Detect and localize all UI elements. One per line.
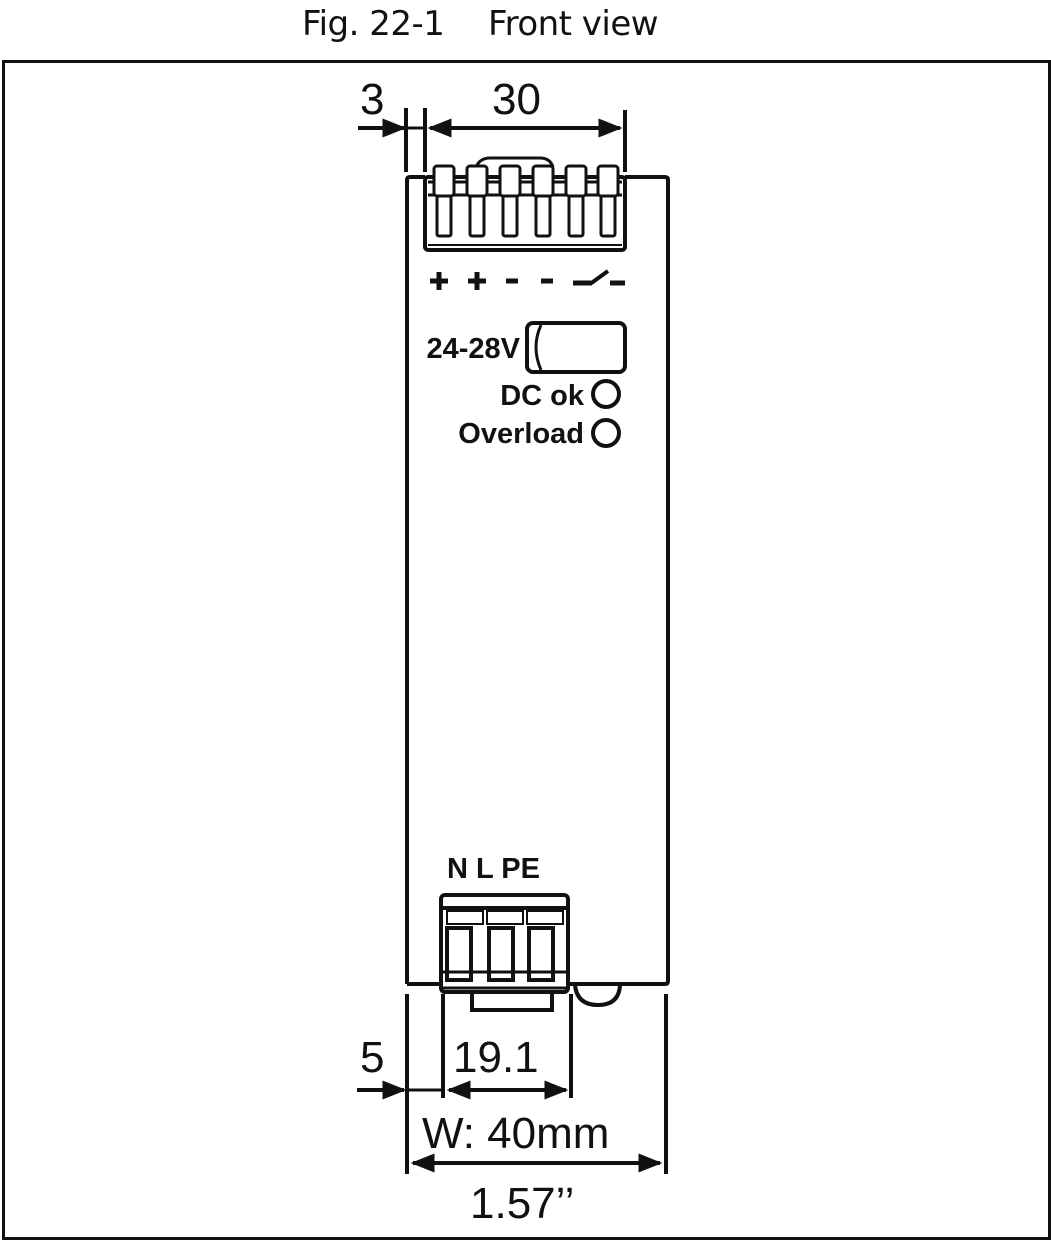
voltage-adjust-label: 24-28V <box>426 333 520 365</box>
terminal-pin <box>432 164 456 238</box>
terminal-pins <box>432 164 620 238</box>
terminal-pin <box>564 164 588 238</box>
led-dc-ok-label: DC ok <box>500 380 585 412</box>
dim-bottom-terminal-width: 19.1 <box>453 1033 539 1082</box>
figure-frame <box>2 60 1051 1240</box>
dim-top-terminal-width: 30 <box>492 75 541 124</box>
terminal-pin <box>498 164 522 238</box>
terminal-pin <box>465 164 489 238</box>
voltage-potentiometer-icon <box>525 321 627 374</box>
dim-overall-width-mm: W: 40mm <box>422 1109 609 1158</box>
bottom-dimension: 5 19.1 W: 40mm 1.57’’ <box>357 994 668 1228</box>
dim-bottom-offset: 5 <box>360 1033 384 1082</box>
figure-title: Front view <box>488 4 659 44</box>
dim-overall-width-in: 1.57’’ <box>470 1179 574 1228</box>
pin-polarity-symbols <box>430 269 625 290</box>
terminal-pin <box>531 164 555 238</box>
top-dimension: 3 30 <box>358 75 627 172</box>
front-panel: 24-28V DC ok Overload <box>426 321 627 450</box>
terminal-pin <box>596 164 620 238</box>
figure-caption: Fig. 22-1 Front view <box>0 0 1051 54</box>
bottom-terminal-label: N L PE <box>447 853 540 885</box>
dc-ok-led-icon <box>591 379 621 409</box>
housing <box>405 175 670 986</box>
plus-icon <box>468 272 486 290</box>
led-overload-label: Overload <box>458 418 584 450</box>
overload-led-icon <box>591 418 621 448</box>
top-terminal-block <box>423 156 627 252</box>
bottom-terminal-block: N L PE <box>439 853 622 1012</box>
switch-contact-icon <box>573 269 625 286</box>
din-rail-clip <box>573 984 622 1008</box>
plus-icon <box>430 272 448 290</box>
dim-top-offset: 3 <box>360 75 384 124</box>
figure-number: Fig. 22-1 <box>302 4 445 44</box>
